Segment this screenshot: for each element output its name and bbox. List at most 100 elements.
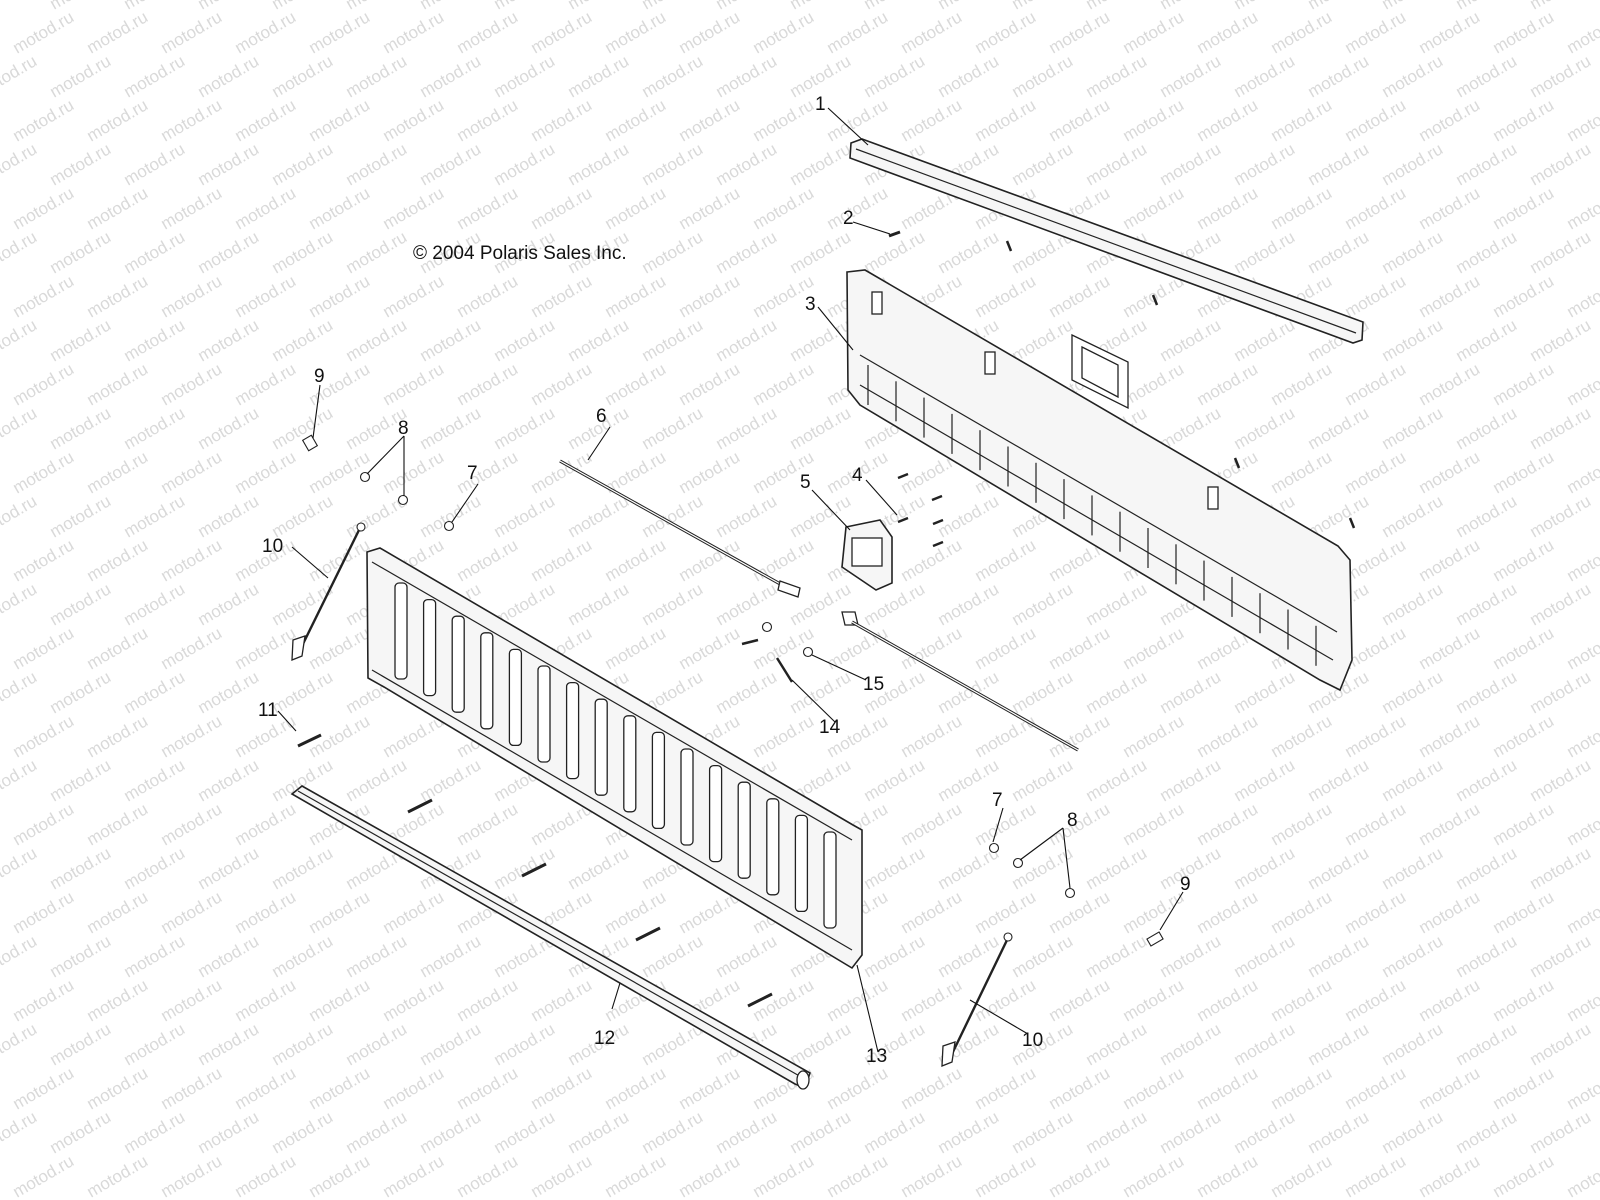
watermark-text: motod.ru xyxy=(713,491,781,541)
watermark-text: motod.ru xyxy=(898,1063,966,1113)
watermark-text: motod.ru xyxy=(380,7,448,57)
watermark-text: motod.ru xyxy=(1157,755,1225,805)
watermark-text: motod.ru xyxy=(1379,667,1447,717)
watermark-text: motod.ru xyxy=(898,799,966,849)
watermark-text: motod.ru xyxy=(10,447,78,497)
watermark-text: motod.ru xyxy=(824,1151,892,1200)
watermark-text: motod.ru xyxy=(1046,623,1114,673)
watermark-text: motod.ru xyxy=(1157,1019,1225,1069)
watermark-text: motod.ru xyxy=(1120,359,1188,409)
watermark-text: motod.ru xyxy=(195,1019,263,1069)
watermark-text: motod.ru xyxy=(1379,755,1447,805)
watermark-text: motod.ru xyxy=(602,95,670,145)
watermark-text: motod.ru xyxy=(47,139,115,189)
screw-part-11 xyxy=(297,733,322,748)
watermark-text: motod.ru xyxy=(1009,0,1077,13)
watermark-text: motod.ru xyxy=(121,1019,189,1069)
watermark-text: motod.ru xyxy=(1527,667,1595,717)
watermark-text: motod.ru xyxy=(713,403,781,453)
watermark-text: motod.ru xyxy=(0,1151,3,1200)
watermark-text: motod.ru xyxy=(1416,7,1484,57)
watermark-text: motod.ru xyxy=(898,887,966,937)
nut-part-7-a xyxy=(443,520,455,532)
watermark-text: motod.ru xyxy=(1305,755,1373,805)
watermark-text: motod.ru xyxy=(158,799,226,849)
watermark-text: motod.ru xyxy=(0,315,40,365)
watermark-text: motod.ru xyxy=(1083,843,1151,893)
watermark-text: motod.ru xyxy=(1268,711,1336,761)
watermark-text: motod.ru xyxy=(1490,975,1558,1025)
watermark-text: motod.ru xyxy=(1453,755,1521,805)
watermark-text: motod.ru xyxy=(121,843,189,893)
watermark-text: motod.ru xyxy=(1416,271,1484,321)
watermark-text: motod.ru xyxy=(454,447,522,497)
watermark-text: motod.ru xyxy=(0,139,40,189)
panel-slot xyxy=(508,648,523,747)
watermark-text: motod.ru xyxy=(1379,139,1447,189)
watermark-text: motod.ru xyxy=(1453,1019,1521,1069)
watermark-text: motod.ru xyxy=(1453,667,1521,717)
watermark-text: motod.ru xyxy=(0,1063,3,1113)
watermark-text: motod.ru xyxy=(195,931,263,981)
watermark-text: motod.ru xyxy=(1416,95,1484,145)
watermark-text: motod.ru xyxy=(1342,799,1410,849)
watermark-text: motod.ru xyxy=(121,755,189,805)
watermark-text: motod.ru xyxy=(0,535,3,585)
callout-3: 3 xyxy=(805,294,816,315)
watermark-text: motod.ru xyxy=(1083,667,1151,717)
watermark-text: motod.ru xyxy=(232,7,300,57)
watermark-text: motod.ru xyxy=(47,403,115,453)
watermark-text: motod.ru xyxy=(0,271,3,321)
watermark-text: motod.ru xyxy=(1527,315,1595,365)
watermark-text: motod.ru xyxy=(602,623,670,673)
watermark-text: motod.ru xyxy=(1453,51,1521,101)
watermark-text: motod.ru xyxy=(565,51,633,101)
watermark-text: motod.ru xyxy=(787,139,855,189)
watermark-text: motod.ru xyxy=(0,183,3,233)
rivet-b xyxy=(1151,294,1159,306)
callout-5: 5 xyxy=(800,472,811,493)
watermark-text: motod.ru xyxy=(1564,359,1600,409)
watermark-text: motod.ru xyxy=(1564,183,1600,233)
watermark-text: motod.ru xyxy=(824,623,892,673)
watermark-text: motod.ru xyxy=(380,1063,448,1113)
screw-part-4-a xyxy=(897,472,909,480)
panel-slot xyxy=(480,632,494,730)
watermark-text: motod.ru xyxy=(343,315,411,365)
watermark-text: motod.ru xyxy=(1231,315,1299,365)
watermark-text: motod.ru xyxy=(528,447,596,497)
watermark-text: motod.ru xyxy=(1527,1107,1595,1157)
watermark-text: motod.ru xyxy=(1564,95,1600,145)
watermark-text: motod.ru xyxy=(1527,843,1595,893)
watermark-text: motod.ru xyxy=(1268,447,1336,497)
watermark-text: motod.ru xyxy=(1231,51,1299,101)
watermark-text: motod.ru xyxy=(935,1107,1003,1157)
callout-2: 2 xyxy=(843,208,854,229)
watermark-text: motod.ru xyxy=(380,887,448,937)
watermark-text: motod.ru xyxy=(417,139,485,189)
watermark-text: motod.ru xyxy=(232,975,300,1025)
watermark-text: motod.ru xyxy=(639,227,707,277)
watermark-text: motod.ru xyxy=(972,271,1040,321)
watermark-text: motod.ru xyxy=(454,1151,522,1200)
watermark-text: motod.ru xyxy=(1305,843,1373,893)
screw-part-4-e xyxy=(932,540,944,548)
watermark-text: motod.ru xyxy=(269,51,337,101)
watermark-text: motod.ru xyxy=(1083,755,1151,805)
watermark-text: motod.ru xyxy=(269,0,337,13)
watermark-text: motod.ru xyxy=(84,447,152,497)
washer-part-8-c xyxy=(1012,857,1024,869)
watermark-text: motod.ru xyxy=(84,95,152,145)
watermark-text: motod.ru xyxy=(121,579,189,629)
watermark-text: motod.ru xyxy=(1379,579,1447,629)
part-inner-tailgate-panel xyxy=(846,269,1353,692)
watermark-text: motod.ru xyxy=(1157,51,1225,101)
watermark-text: motod.ru xyxy=(1453,579,1521,629)
watermark-text: motod.ru xyxy=(528,975,596,1025)
watermark-text: motod.ru xyxy=(1194,1151,1262,1200)
watermark-text: motod.ru xyxy=(380,359,448,409)
callout-7-right: 7 xyxy=(992,790,1003,811)
watermark-text: motod.ru xyxy=(898,535,966,585)
watermark-text: motod.ru xyxy=(1268,95,1336,145)
watermark-text: motod.ru xyxy=(0,975,3,1025)
